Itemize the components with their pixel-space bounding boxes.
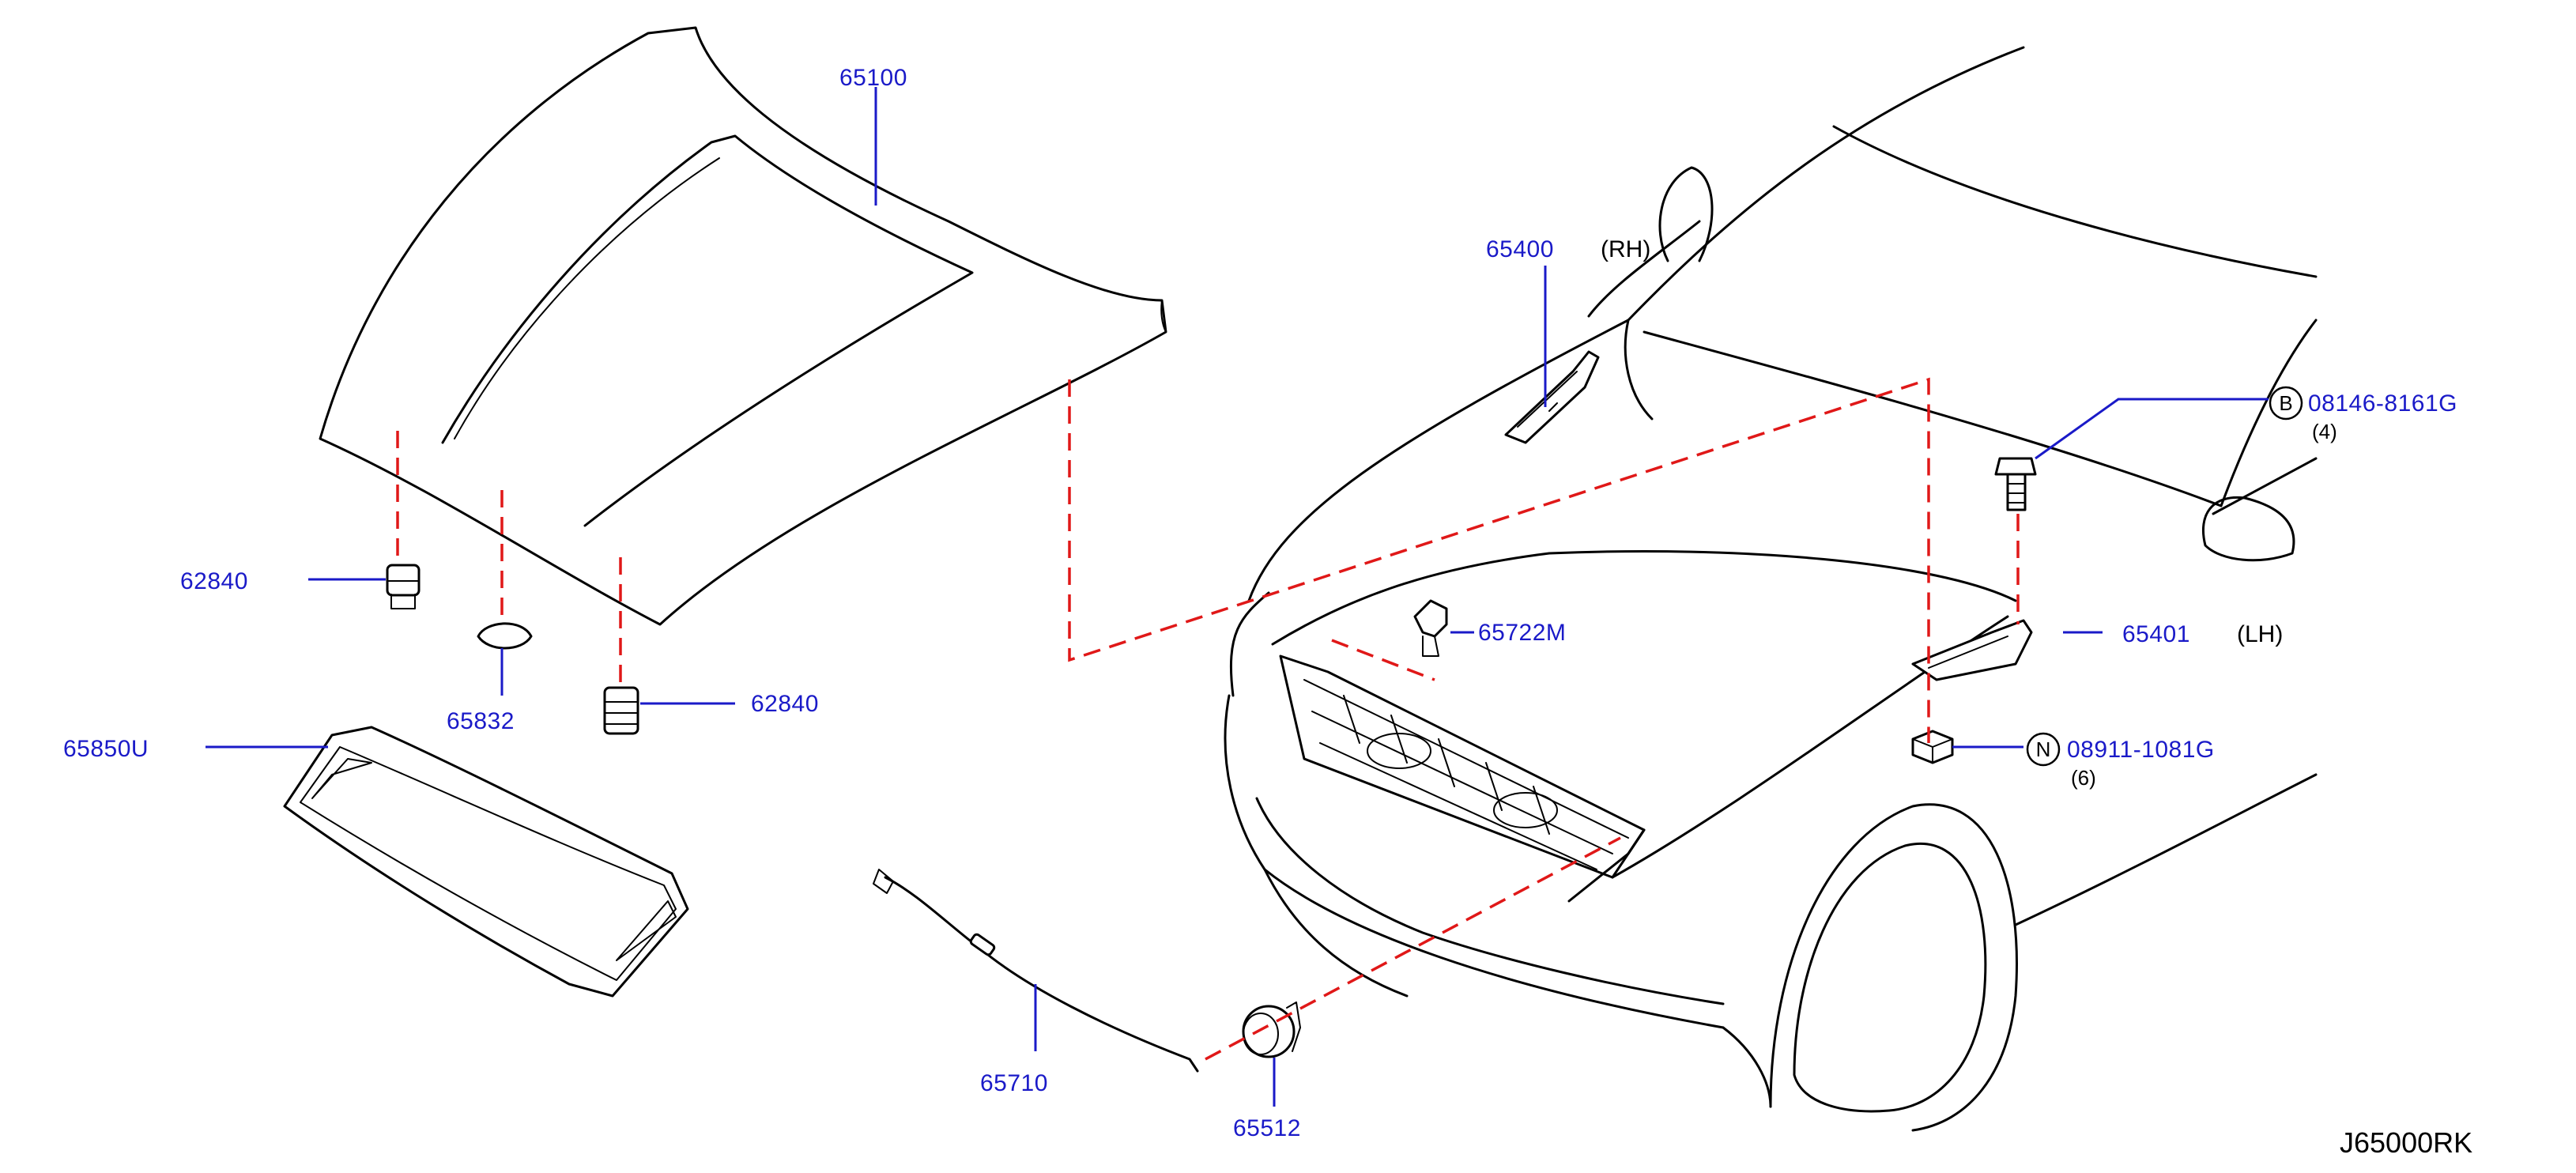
hood-bumper-left[interactable] (386, 564, 421, 609)
hood-seal-frame[interactable] (283, 726, 689, 998)
hood-hinge-rh[interactable] (1504, 350, 1600, 444)
label-stay-clip[interactable]: 65722M (1478, 620, 1566, 646)
hood-insulator-clip[interactable] (477, 622, 533, 650)
label-nut[interactable]: 08911-1081G (2067, 737, 2215, 763)
label-lock-cable[interactable]: 65710 (980, 1070, 1048, 1096)
nut[interactable] (1911, 730, 1954, 764)
nut-badge-letter: N (2036, 737, 2051, 761)
hood-panel[interactable] (319, 26, 1167, 626)
label-bumper-right[interactable]: 62840 (751, 691, 819, 717)
bolt[interactable] (1994, 457, 2037, 511)
nut-badge: N (2026, 732, 2061, 767)
label-hinge-rh-side: (RH) (1601, 236, 1650, 262)
label-grommet[interactable]: 65512 (1233, 1115, 1301, 1141)
label-hinge-lh-side: (LH) (2237, 621, 2283, 647)
bolt-badge-letter: B (2279, 391, 2292, 415)
hood-lock-cable[interactable] (873, 869, 1199, 1073)
grommet[interactable] (1242, 1001, 1301, 1058)
hood-stay-clip[interactable] (1413, 599, 1448, 657)
label-hood[interactable]: 65100 (839, 65, 907, 91)
label-insulator-clip[interactable]: 65832 (447, 708, 515, 734)
label-seal-frame[interactable]: 65850U (63, 736, 149, 762)
label-nut-qty: (6) (2071, 766, 2096, 790)
leader-lines (206, 87, 2269, 1107)
label-bolt[interactable]: 08146-8161G (2308, 390, 2457, 417)
hood-bumper-right[interactable] (603, 686, 639, 735)
label-hinge-lh[interactable]: 65401 (2122, 621, 2190, 647)
bolt-badge: B (2269, 386, 2303, 421)
dashed-guides (396, 377, 2020, 1061)
vehicle-body (1224, 46, 2318, 1132)
diagram-code: J65000RK (2340, 1126, 2472, 1159)
label-bolt-qty: (4) (2312, 420, 2337, 443)
label-bumper-left[interactable]: 62840 (180, 568, 248, 594)
label-hinge-rh[interactable]: 65400 (1486, 236, 1554, 262)
hood-hinge-lh[interactable] (1911, 619, 2033, 681)
